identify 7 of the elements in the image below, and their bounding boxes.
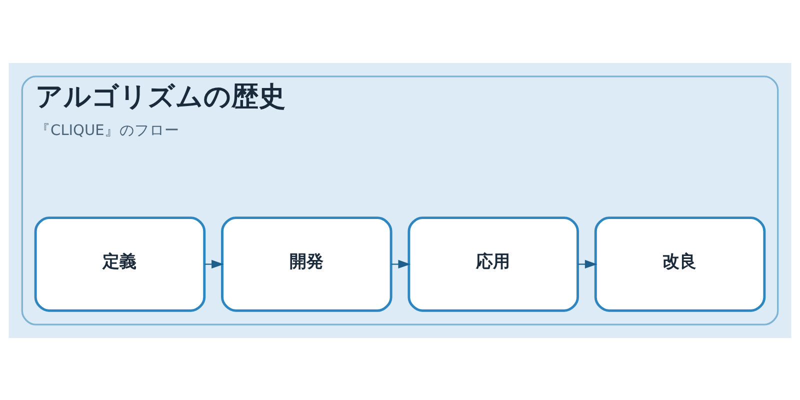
node-box: 応用	[408, 216, 579, 312]
arrow	[578, 259, 598, 268]
node-box: 改良	[594, 216, 766, 312]
arrow	[204, 259, 224, 268]
node-box: 開発	[221, 216, 392, 312]
arrow	[391, 259, 411, 268]
node-box: 定義	[34, 216, 206, 312]
